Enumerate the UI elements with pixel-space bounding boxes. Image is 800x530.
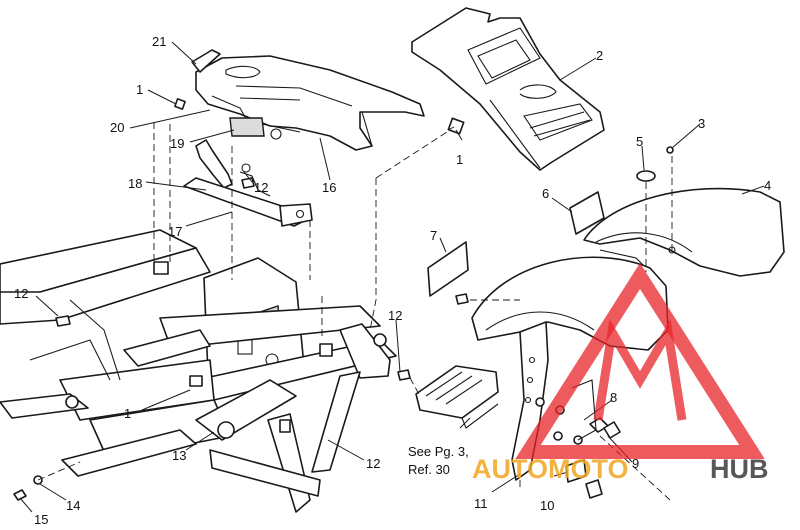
callout-11: 11 [474,496,488,511]
reference-note-line1: See Pg. 3, [408,444,469,459]
callout-9: 9 [632,456,639,471]
callout-1-mid: 1 [456,152,463,167]
watermark-word-hub: HUB [710,454,769,484]
callout-20: 20 [110,120,124,135]
callout-10: 10 [540,498,554,513]
callout-13: 13 [172,448,186,463]
decal-7 [427,241,469,297]
rear-tray-2 [411,7,605,171]
watermark-word-automoto: AUTOMOTO [472,454,629,484]
callout-5: 5 [636,134,643,149]
callout-15: 15 [34,512,48,527]
watermark-triangle [515,262,765,459]
callout-19: 19 [170,136,184,151]
reference-note-line2: Ref. 30 [408,462,450,477]
callout-12-left: 12 [14,286,28,301]
callout-4: 4 [764,178,771,193]
callout-12-bottom: 12 [366,456,380,471]
front-cab-hood [195,55,425,151]
callout-14: 14 [66,498,80,513]
callout-21: 21 [152,34,166,49]
leader-lines [19,41,765,513]
callout-labels: 21 1 20 19 18 12 17 16 2 1 3 5 4 6 7 12 … [14,34,771,527]
callout-12-right: 12 [388,308,402,323]
callout-8: 8 [610,390,617,405]
callout-1-top: 1 [136,82,143,97]
front-tab-21 [191,49,221,73]
hardware [13,98,674,501]
watermark-logo: AUTOMOTO HUB [472,262,769,484]
callout-6: 6 [542,186,549,201]
callout-7: 7 [430,228,437,243]
callout-3: 3 [698,116,705,131]
callout-18: 18 [128,176,142,191]
frame [0,229,397,513]
footrest-assembly [415,365,499,429]
callout-1-low: 1 [124,406,131,421]
bracket-assembly [183,139,313,227]
callout-16: 16 [322,180,336,195]
watermark-m-letter [593,318,687,421]
reference-note: See Pg. 3, Ref. 30 [408,444,469,477]
callout-12-bracket: 12 [254,180,268,195]
decal-6 [569,191,605,235]
callout-17: 17 [168,224,182,239]
front-fender [471,256,669,481]
callout-2: 2 [596,48,603,63]
